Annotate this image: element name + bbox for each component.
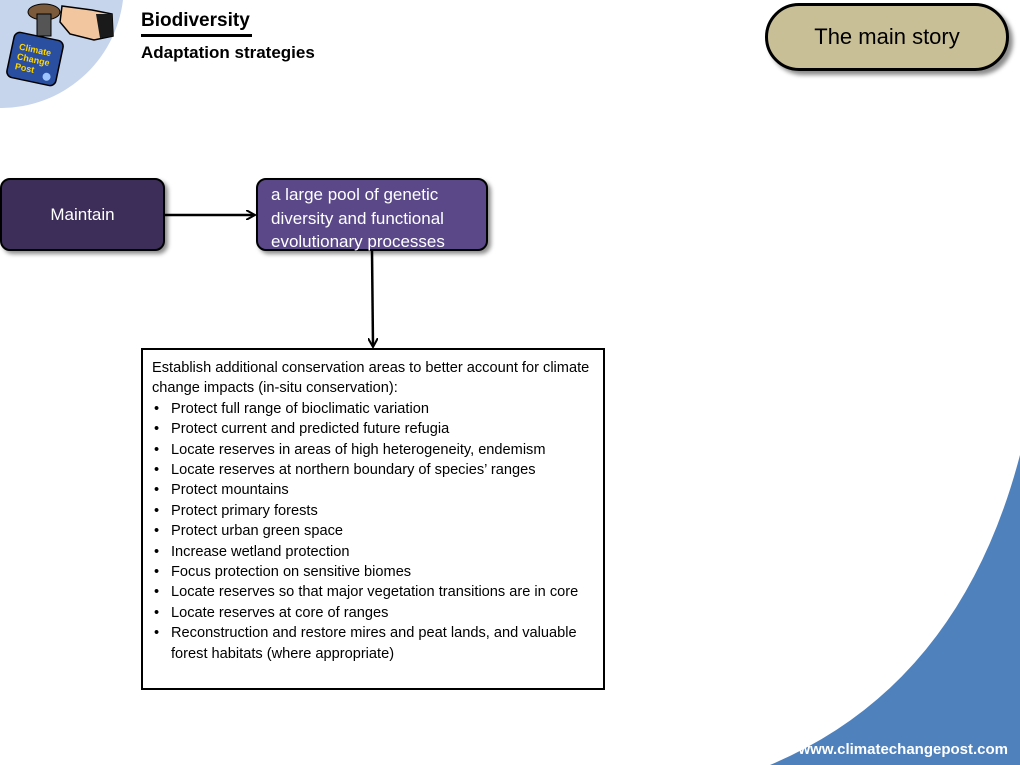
website-url[interactable]: www.climatechangepost.com [798, 741, 1009, 758]
strategies-intro: Establish additional conservation areas … [152, 360, 590, 397]
genetic-pool-line-3: evolutionary processes [271, 232, 445, 251]
list-item: Protect mountains [152, 480, 593, 501]
genetic-pool-line-1: a large pool of genetic [271, 185, 439, 204]
list-item: Locate reserves at northern boundary of … [152, 460, 593, 481]
list-item: Protect current and predicted future ref… [152, 419, 593, 440]
strategies-list: Protect full range of bioclimatic variat… [152, 399, 593, 664]
climate-change-post-logo: Climate Change Post [0, 0, 125, 109]
list-item: Locate reserves at core of ranges [152, 603, 593, 624]
genetic-pool-line-2: diversity and functional [271, 208, 444, 228]
genetic-pool-node: a large pool of genetic diversity and fu… [256, 178, 488, 251]
maintain-node: Maintain [0, 178, 165, 251]
list-item: Protect full range of bioclimatic variat… [152, 399, 593, 420]
list-item: Protect primary forests [152, 501, 593, 522]
main-story-button[interactable]: The main story [765, 3, 1009, 71]
list-item: Locate reserves in areas of high heterog… [152, 440, 593, 461]
list-item: Locate reserves so that major vegetation… [152, 582, 593, 603]
page-title: Biodiversity [141, 9, 252, 37]
list-item: Protect urban green space [152, 521, 593, 542]
list-item: Increase wetland protection [152, 542, 593, 563]
page-subtitle: Adaptation strategies [141, 43, 315, 62]
maintain-node-label: Maintain [50, 204, 115, 224]
conservation-strategies-box: Establish additional conservation areas … [141, 348, 605, 690]
list-item: Reconstruction and restore mires and pea… [152, 623, 593, 664]
list-item: Focus protection on sensitive biomes [152, 562, 593, 583]
corner-decoration [770, 455, 1020, 765]
arrow-pool-to-strategies [372, 250, 373, 346]
logo-text-post: Post [14, 61, 35, 75]
